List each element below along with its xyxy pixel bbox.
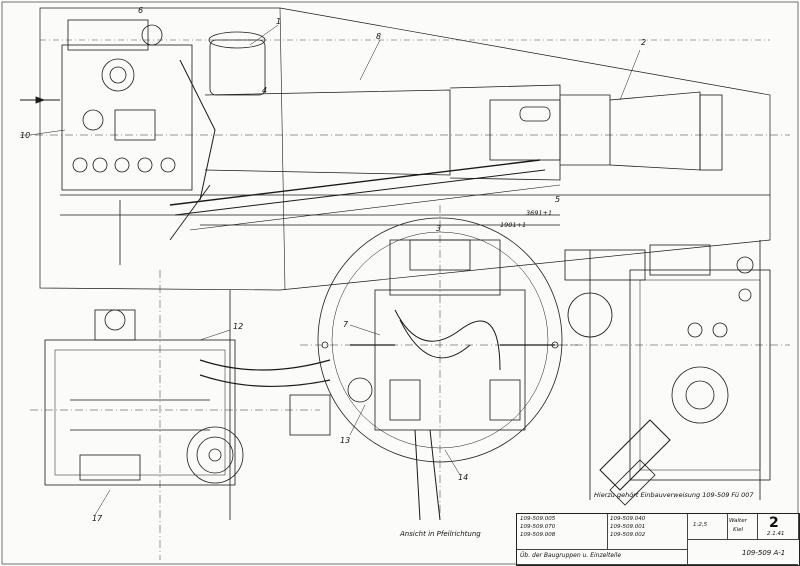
callout-2: 2 [641,38,647,47]
drawing-number-cell: 109-509 A-1 [687,539,798,565]
leader-lines [29,24,641,516]
title-block: 109-509.005 109-509.070 109-509.008 109-… [516,513,800,566]
top-assembly-outline [20,7,790,291]
parts-list-left: 109-509.005 109-509.070 109-509.008 [517,514,608,550]
main-tube [60,84,770,231]
callout-7: 7 [343,320,349,329]
view-caption: Ansicht in Pfeilrichtung [400,530,481,538]
callout-10: 10 [20,131,31,140]
side-view-left [30,270,331,560]
callout-3: 3 [436,224,442,233]
callout-1: 1 [276,17,282,26]
callout-12: 12 [233,322,244,331]
sheet-mark-cell: 2 2.1.41 [757,514,799,540]
company-cell: Walter Kiel [727,514,758,540]
scale-cell: 1:2,5 [687,514,728,540]
gearbox-housing [61,19,266,265]
callout-17: 17 [92,514,103,523]
callout-14: 14 [458,473,469,482]
dimension-b: 1901+1 [500,221,527,229]
callout-13: 13 [340,436,351,445]
group-title-cell: Üb. der Baugruppen u. Einzelteile [517,549,688,565]
callout-8: 8 [376,32,382,41]
callout-6: 6 [138,6,144,15]
center-view [300,205,580,521]
dimension-a: 3691+1 [526,209,553,217]
callout-4: 4 [262,86,268,95]
note-right: Hierzu gehört Einbauverweisung 109-509 F… [594,491,754,499]
parts-list-right: 109-509.040 109-509.001 109-509.002 [607,514,688,550]
right-view [560,240,790,506]
callout-5: 5 [555,195,561,204]
